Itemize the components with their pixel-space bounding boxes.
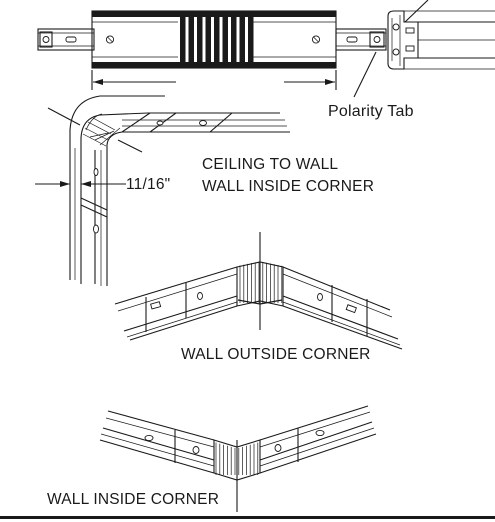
ceiling-to-wall-illustration [35, 95, 290, 286]
wall-inside-corner-title: WALL INSIDE CORNER [47, 491, 220, 508]
wall-outside-corner-title: WALL OUTSIDE CORNER [181, 346, 371, 363]
bellows-pleat [205, 17, 211, 62]
bellows-edge [237, 299, 261, 305]
bellows-pleat [222, 17, 228, 62]
straight-connector-illustration [37, 0, 495, 98]
bellows-pleat [214, 17, 220, 62]
wall-outside-corner-illustration [114, 232, 403, 350]
ceiling-to-wall-subtitle: WALL INSIDE CORNER [202, 178, 375, 195]
bellows-edge [259, 299, 283, 305]
dimension-label: 11/16" [126, 176, 171, 193]
bellows-pleat [188, 17, 194, 62]
bottom-rule [0, 516, 495, 519]
ceiling-to-wall-title: CEILING TO WALL [202, 156, 339, 173]
bellows-pleat [239, 17, 245, 62]
bellows-pleat [231, 17, 237, 62]
bellows-pleat [197, 17, 203, 62]
bellows-pleat [248, 17, 254, 62]
polarity-tab-label: Polarity Tab [328, 103, 414, 120]
wall-inside-corner-illustration [99, 405, 377, 512]
bellows-pleat [180, 17, 186, 62]
